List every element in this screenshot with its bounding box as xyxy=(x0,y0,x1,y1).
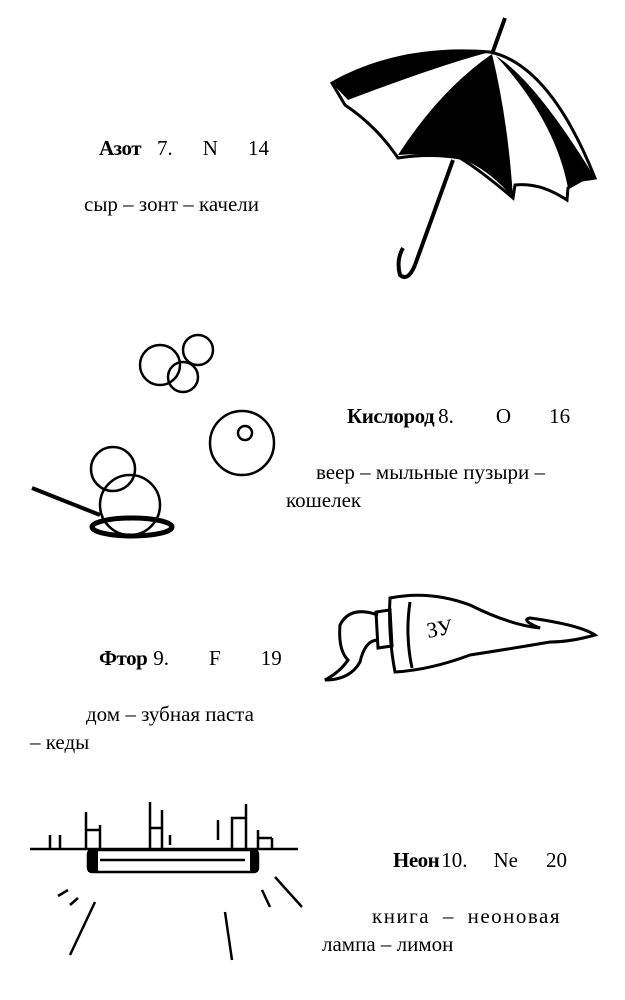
element-mass: 19 xyxy=(260,646,282,670)
element-heading: Неон10. Ne 20 xyxy=(322,818,567,902)
element-number: 7. xyxy=(157,136,173,160)
element-symbol: F xyxy=(209,646,221,670)
associations: дом – зубная паста xyxy=(86,702,254,726)
tube-label: ЗУ xyxy=(425,614,455,643)
element-name: Азот xyxy=(99,136,142,160)
element-number: 10. xyxy=(441,848,468,872)
associations-continued: – кеды xyxy=(30,730,90,754)
umbrella-icon xyxy=(329,17,598,279)
element-number: 8. xyxy=(438,404,454,428)
entry-nitrogen: Азот 7. N 14 сыр – зонт – качели xyxy=(78,106,269,218)
element-name: Кислород xyxy=(347,404,435,428)
element-number: 9. xyxy=(153,646,170,670)
element-mass: 14 xyxy=(247,136,269,160)
associations: книга – неоновая xyxy=(372,904,562,928)
associations: сыр – зонт – качели xyxy=(84,192,259,216)
toothpaste-tube-icon: ЗУ xyxy=(324,593,599,682)
element-name: Неон xyxy=(393,848,440,872)
associations-continued: кошелек xyxy=(286,488,362,512)
element-symbol: N xyxy=(202,136,218,160)
neon-lamp-icon xyxy=(30,802,303,961)
associations-continued: лампа – лимон xyxy=(322,932,454,956)
soap-bubbles-icon xyxy=(31,333,276,539)
element-name: Фтор xyxy=(99,646,148,670)
element-heading: Азот 7. N 14 xyxy=(78,106,269,190)
element-symbol: Ne xyxy=(493,848,519,872)
entry-neon: Неон10. Ne 20 книга – неоновая лампа – лим… xyxy=(322,818,567,958)
element-mass: 16 xyxy=(549,404,571,428)
associations: веер – мыльные пузыри – xyxy=(316,460,545,484)
element-symbol: O xyxy=(495,404,512,428)
element-mass: 20 xyxy=(546,848,568,872)
